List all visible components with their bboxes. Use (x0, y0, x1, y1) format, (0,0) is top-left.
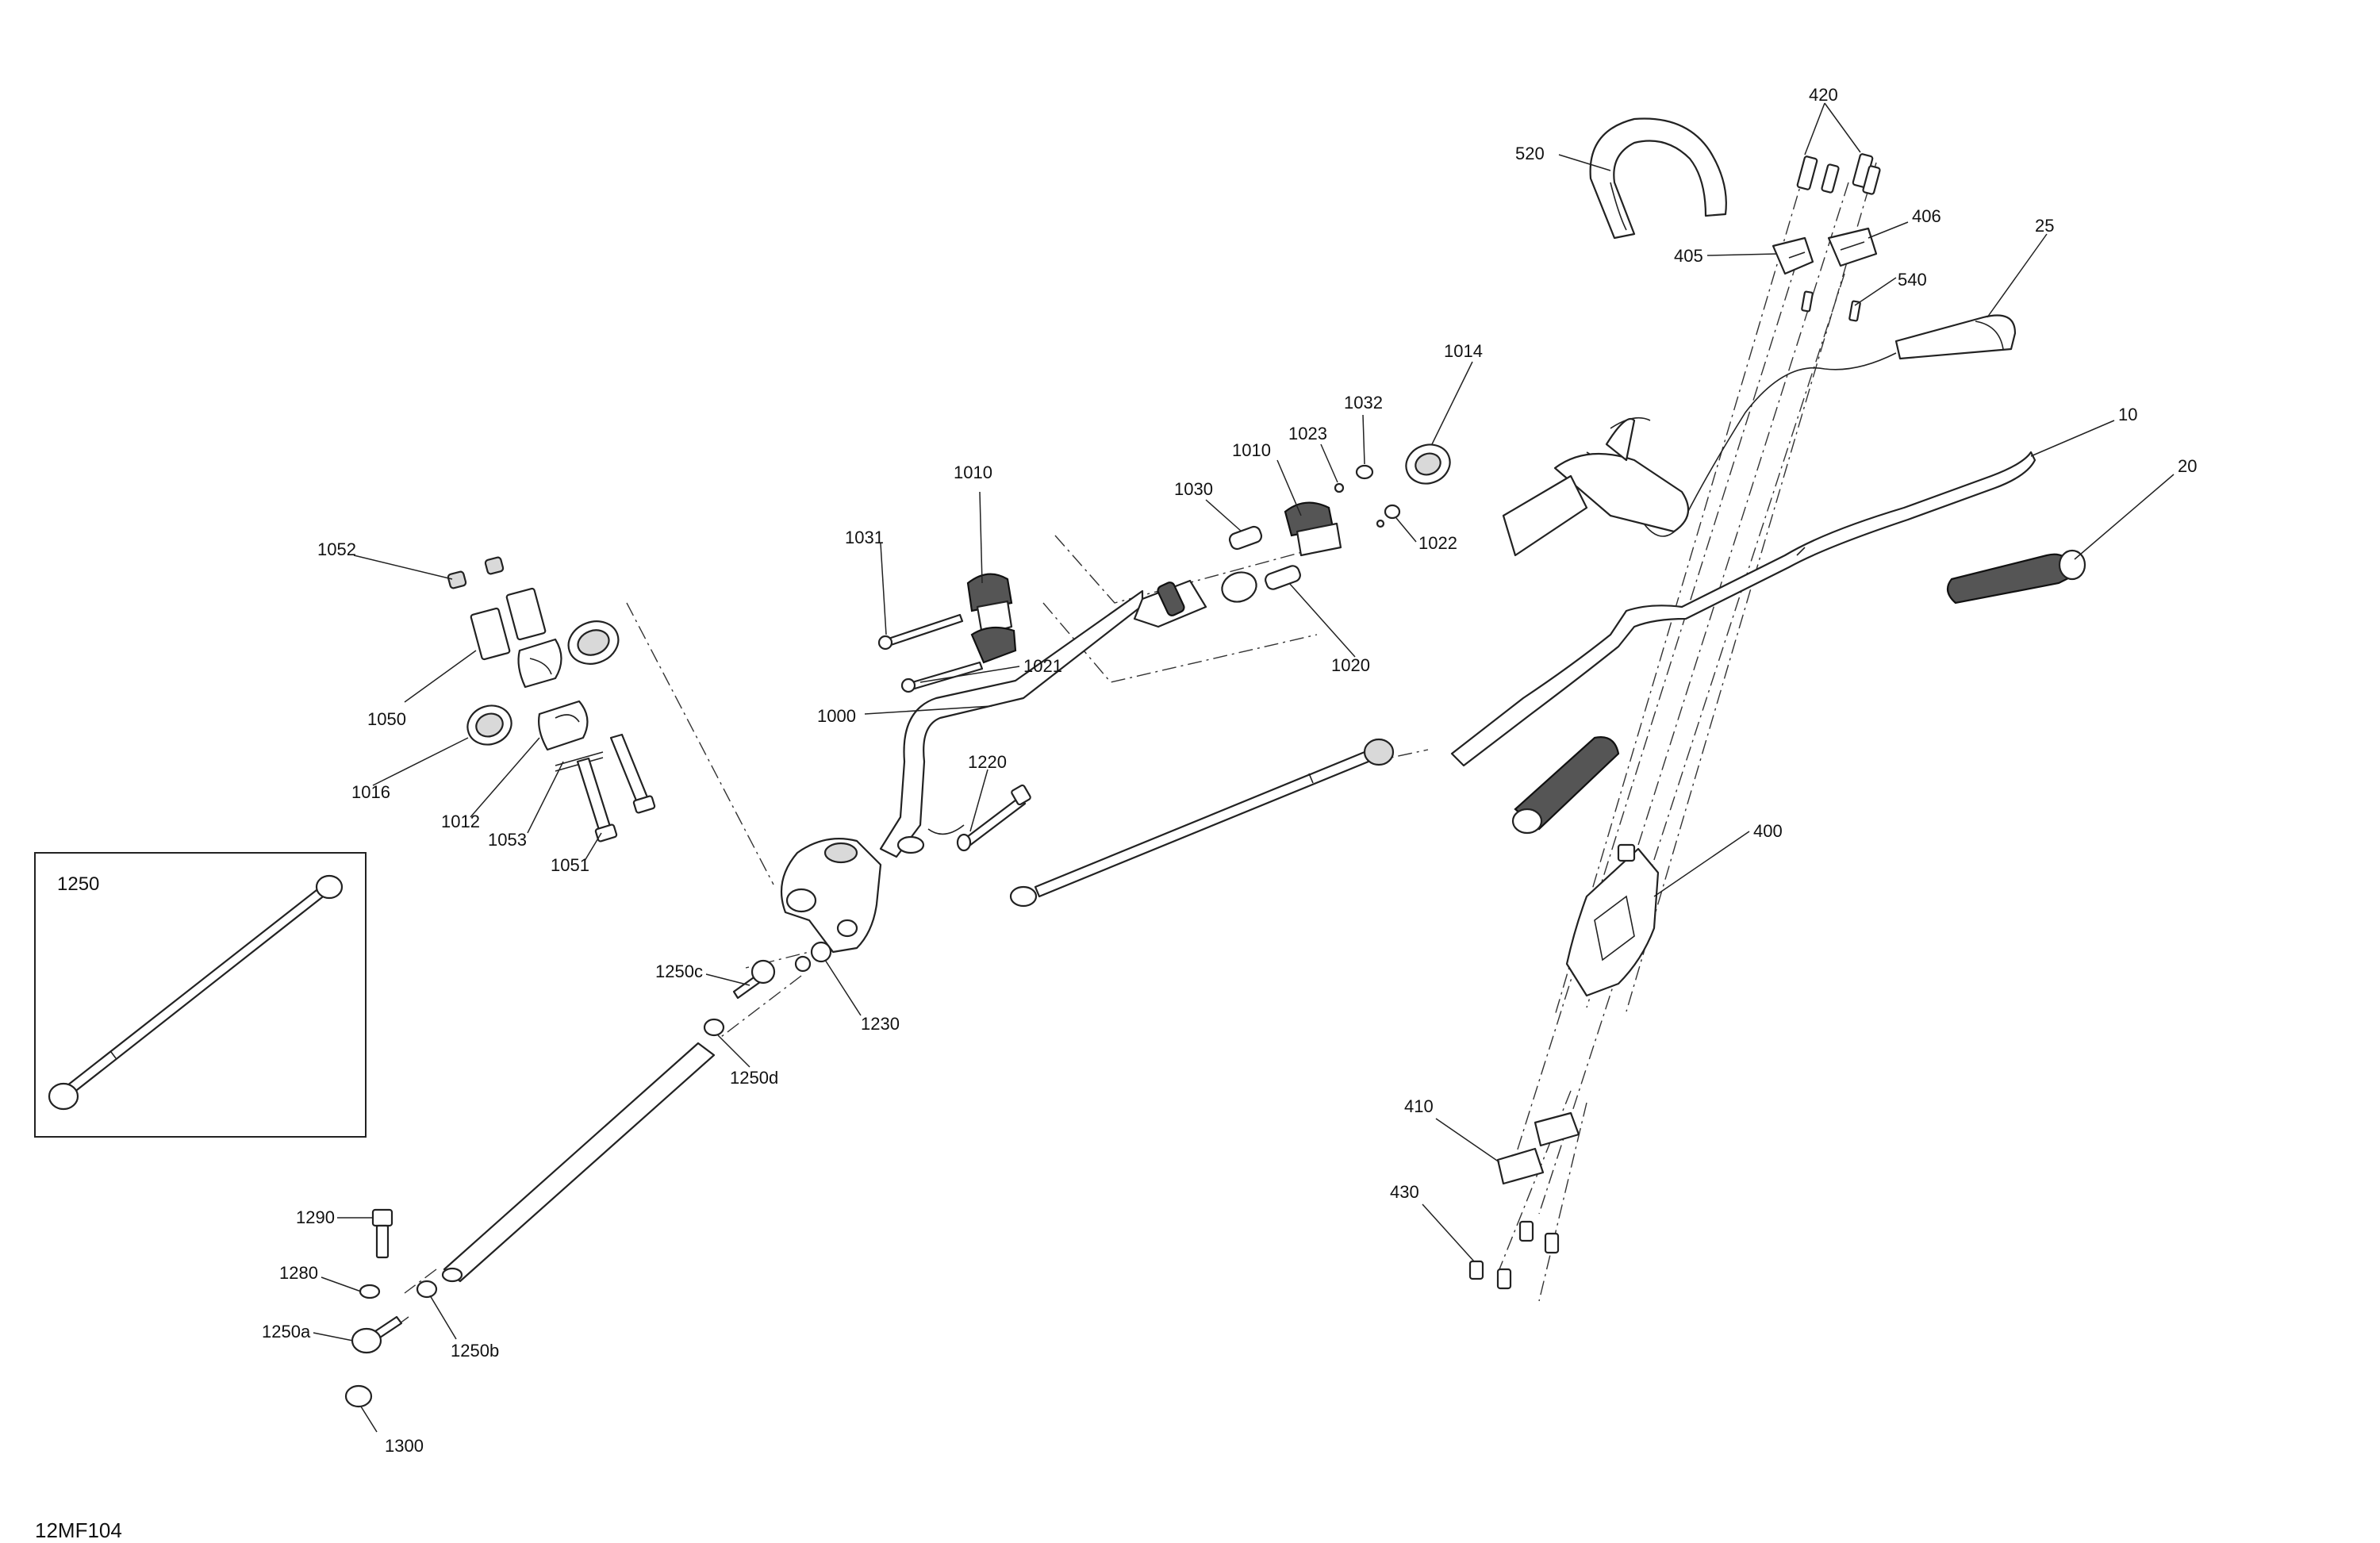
callout-1010-right: 1010 (1232, 440, 1271, 460)
callout-1220: 1220 (968, 752, 1007, 772)
nut-1230 (794, 941, 832, 973)
bolt-1290 (371, 1208, 393, 1259)
long-bolts-1051 (576, 733, 656, 843)
callout-400: 400 (1753, 821, 1783, 841)
nut-1250b (416, 1280, 438, 1299)
washer-1023 (1334, 482, 1345, 493)
callout-1032: 1032 (1344, 393, 1383, 413)
callout-25: 25 (2035, 216, 2054, 236)
bushing-1052-pair (447, 556, 505, 589)
bearing-clamp-1010-left (966, 573, 1017, 664)
grip-left (1511, 736, 1620, 835)
callout-430: 430 (1390, 1182, 1419, 1202)
screws-540 (1801, 290, 1861, 322)
callout-1031: 1031 (845, 528, 884, 547)
nut-1032 (1355, 464, 1374, 480)
sleeve-1030 (1228, 525, 1263, 551)
callout-1000: 1000 (817, 706, 856, 726)
steering-knuckle-1230 (780, 838, 882, 954)
bolt-1021 (900, 661, 984, 693)
inset-title: 1250 (57, 873, 99, 895)
bearing-clamp-1010-right (1284, 501, 1342, 557)
riser-clamps-410 (1496, 1111, 1580, 1185)
rod-end-1250c (732, 959, 776, 1000)
callout-1021: 1021 (1023, 656, 1062, 676)
seal-ring-upper (567, 620, 620, 665)
tie-rod-tube (441, 1042, 716, 1283)
nut-1250d (703, 1018, 725, 1037)
bolt-1031 (877, 613, 964, 651)
lower-bearing-clamp (538, 700, 589, 751)
upper-shaft-section (1133, 579, 1207, 628)
rod-end-1250a (351, 1315, 403, 1354)
handlebar-pad-520 (1589, 117, 1727, 240)
callout-1250c: 1250c (655, 961, 703, 981)
washer-1280 (359, 1284, 381, 1299)
bushing-1050 (470, 587, 547, 661)
callout-1051: 1051 (551, 855, 589, 875)
callout-1012: 1012 (441, 812, 480, 831)
upper-bearing-clamp (517, 638, 562, 689)
callout-1052: 1052 (317, 539, 356, 559)
figure-reference: 12MF104 (35, 1518, 122, 1542)
callout-520: 520 (1515, 144, 1545, 163)
steering-shaft-1000 (879, 585, 1168, 858)
callout-1300: 1300 (385, 1436, 424, 1456)
callout-1016: 1016 (351, 782, 390, 802)
nut-1300 (344, 1384, 373, 1408)
callout-labels: 1052 1050 1016 1012 1053 1051 1031 1010 … (35, 85, 2197, 1542)
callout-540: 540 (1898, 270, 1927, 290)
callout-1290: 1290 (296, 1207, 335, 1227)
callout-420: 420 (1809, 85, 1838, 105)
callout-1053: 1053 (488, 830, 527, 850)
ring-1014-small (1221, 571, 1257, 603)
bolts-420 (1796, 153, 1881, 195)
callout-406: 406 (1912, 206, 1941, 226)
callout-10: 10 (2118, 405, 2137, 424)
callout-1022: 1022 (1418, 533, 1457, 553)
callout-1014: 1014 (1444, 341, 1483, 361)
callout-1020: 1020 (1331, 655, 1370, 675)
throttle-housing (1502, 418, 1690, 557)
sleeve-1020 (1265, 565, 1301, 590)
bolts-430 (1468, 1220, 1560, 1290)
callout-410: 410 (1404, 1096, 1434, 1116)
callout-1280: 1280 (279, 1263, 318, 1283)
callout-1230: 1230 (861, 1014, 900, 1034)
callout-1250b: 1250b (451, 1341, 499, 1361)
clamp-406 (1827, 227, 1878, 267)
seal-1014 (1405, 443, 1451, 485)
clamp-405 (1772, 236, 1814, 275)
callout-1050: 1050 (367, 709, 406, 729)
callout-1250d: 1250d (730, 1068, 778, 1088)
grip-20 (1946, 549, 2086, 605)
tie-rod-center (1009, 738, 1395, 908)
inset-1250 (34, 852, 367, 1138)
leader-lines (313, 102, 2175, 1433)
nut-1022 (1376, 504, 1401, 528)
handlebar-10 (1450, 451, 2036, 767)
seal-ring-lower (466, 704, 512, 746)
riser-400 (1565, 843, 1660, 997)
callout-1023: 1023 (1288, 424, 1327, 443)
callout-405: 405 (1674, 246, 1703, 266)
callout-1010-left: 1010 (954, 463, 992, 482)
callout-20: 20 (2178, 456, 2197, 476)
callout-1250a: 1250a (262, 1322, 311, 1341)
grip-25 (1894, 314, 2017, 360)
callout-1030: 1030 (1174, 479, 1213, 499)
bolt-1220 (956, 784, 1031, 852)
